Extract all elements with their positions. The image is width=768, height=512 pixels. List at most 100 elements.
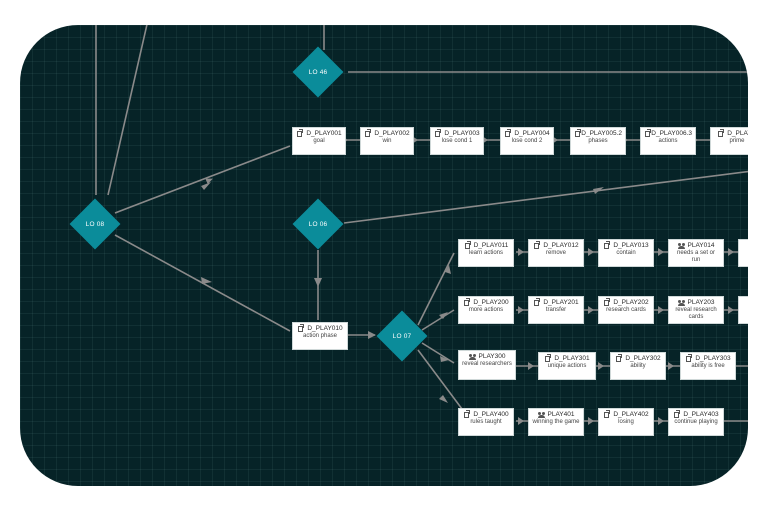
node-card-play013[interactable]: D_PLAY013 contain (598, 239, 654, 267)
node-card-play014[interactable]: PLAY014 needs a set or run (668, 239, 724, 267)
node-id: D_PLAY013 (613, 242, 649, 249)
node-card-offscreen[interactable] (738, 239, 748, 267)
doc-icon (297, 323, 305, 333)
node-caption: lose cond 1 (441, 138, 473, 144)
node-caption: unique actions (547, 363, 587, 369)
node-id: D_PLAY004 (514, 130, 550, 137)
node-id: PLAY300 (478, 353, 506, 360)
node-caption: continue playing (674, 419, 718, 425)
node-id: D_PLAYO (727, 130, 748, 137)
node-id: D_PLAY202 (613, 299, 649, 306)
node-card-play302[interactable]: D_PLAY302 ability (610, 352, 666, 380)
doc-icon (434, 128, 442, 138)
node-card-play007[interactable]: D_PLAYO prime (710, 127, 748, 155)
doc-icon (364, 128, 372, 138)
node-caption: needs a set or run (676, 250, 716, 263)
node-card-play402[interactable]: D_PLAY402 losing (598, 408, 654, 436)
doc-icon (296, 128, 304, 138)
node-card-play002[interactable]: D_PLAY002 win (360, 127, 414, 155)
node-id: D_PLAY005.2 (581, 130, 622, 137)
node-card-play400[interactable]: D_PLAY400 rules taught (458, 408, 514, 436)
node-caption: actions (658, 138, 678, 144)
people-icon (677, 242, 686, 250)
node-card-play201[interactable]: D_PLAY201 transfer (528, 296, 584, 324)
node-caption: research cards (606, 307, 646, 313)
node-id: D_PLAY400 (473, 411, 509, 418)
hub-lo46[interactable]: LO 46 (292, 46, 344, 98)
node-card-play001[interactable]: D_PLAY001 goal (292, 127, 346, 155)
node-id: D_PLAY001 (306, 130, 342, 137)
doc-icon (644, 128, 652, 138)
node-caption: winning the game (532, 419, 580, 425)
doc-icon (544, 353, 552, 363)
hub-label: LO 08 (85, 220, 105, 228)
node-card-play011[interactable]: D_PLAY011 learn actions (458, 239, 514, 267)
node-card-play012[interactable]: D_PLAY012 remove (528, 239, 584, 267)
edge-lo07-to-play200 (421, 309, 455, 331)
node-id: PLAY401 (547, 411, 575, 418)
node-id: D_PLAY303 (695, 355, 731, 362)
node-card-play200[interactable]: D_PLAY200 more actions (458, 296, 514, 324)
node-id: D_PLAY003 (444, 130, 480, 137)
node-caption: phases (588, 138, 608, 144)
node-card-play202[interactable]: D_PLAY202 research cards (598, 296, 654, 324)
node-card-play003[interactable]: D_PLAY003 lose cond 1 (430, 127, 484, 155)
node-id: D_PLAY302 (625, 355, 661, 362)
doc-icon (574, 128, 582, 138)
hub-label: LO 46 (308, 68, 328, 76)
doc-icon (463, 409, 471, 419)
node-card-play010[interactable]: D_PLAY010 action phase (292, 322, 348, 350)
edge-lo07-to-play400 (417, 349, 466, 414)
hub-lo07[interactable]: LO 07 (376, 310, 428, 362)
node-card-play300[interactable]: PLAY300 reveal researchers (458, 350, 516, 380)
doc-icon (464, 240, 472, 250)
node-id: D_PLAY011 (473, 242, 509, 249)
node-caption: rules taught (470, 419, 502, 425)
node-id: D_PLAY200 (473, 299, 509, 306)
doc-icon (603, 240, 611, 250)
node-caption: action phase (302, 333, 338, 339)
node-card-play301[interactable]: D_PLAY301 unique actions (538, 352, 596, 380)
hub-lo08[interactable]: LO 08 (69, 198, 121, 250)
people-icon (537, 411, 546, 419)
node-id: D_PLAY002 (374, 130, 410, 137)
doc-icon (717, 128, 725, 138)
hub-lo06[interactable]: LO 06 (292, 198, 344, 250)
node-caption: goal (313, 138, 325, 144)
hub-label: LO 06 (308, 220, 328, 228)
edge-top-diag-to-lo08 (107, 25, 148, 196)
edge-lo07-to-play300 (421, 342, 455, 364)
node-caption: lose cond 2 (511, 138, 543, 144)
node-id: D_PLAY403 (683, 411, 719, 418)
people-icon (468, 353, 477, 361)
node-id: PLAY014 (687, 242, 715, 249)
node-card-offscreen[interactable] (738, 296, 748, 324)
doc-icon (463, 297, 471, 307)
node-card-play401[interactable]: PLAY401 winning the game (528, 408, 584, 436)
node-caption: prime (729, 138, 745, 144)
node-card-play005-2[interactable]: D_PLAY005.2 phases (570, 127, 626, 155)
edge-lo08-to-play001 (114, 145, 291, 214)
node-card-play303[interactable]: D_PLAY303 ability is free (680, 352, 736, 380)
doc-icon (533, 297, 541, 307)
node-card-play203[interactable]: PLAY203 reveal research cards (668, 296, 724, 324)
doc-icon (685, 353, 693, 363)
node-caption: ability (630, 363, 646, 369)
node-card-play004[interactable]: D_PLAY004 lose cond 2 (500, 127, 554, 155)
doc-icon (504, 128, 512, 138)
node-card-play006-3[interactable]: D_PLAY006.3 actions (640, 127, 696, 155)
node-caption: remove (545, 250, 566, 256)
people-icon (677, 299, 686, 307)
node-caption: learn actions (468, 250, 504, 256)
doc-icon (603, 409, 611, 419)
node-caption: win (382, 138, 392, 144)
node-caption: transfer (545, 307, 567, 313)
node-id: D_PLAY201 (543, 299, 579, 306)
node-id: D_PLAY006.3 (651, 130, 692, 137)
node-caption: reveal research cards (675, 307, 717, 320)
node-card-play403[interactable]: D_PLAY403 continue playing (668, 408, 724, 436)
doc-icon (603, 297, 611, 307)
doc-icon (533, 240, 541, 250)
node-id: D_PLAY012 (543, 242, 579, 249)
diagram-canvas[interactable]: LO 46 LO 08 LO 06 LO 07 D_PLAY001 goal D… (20, 25, 748, 486)
